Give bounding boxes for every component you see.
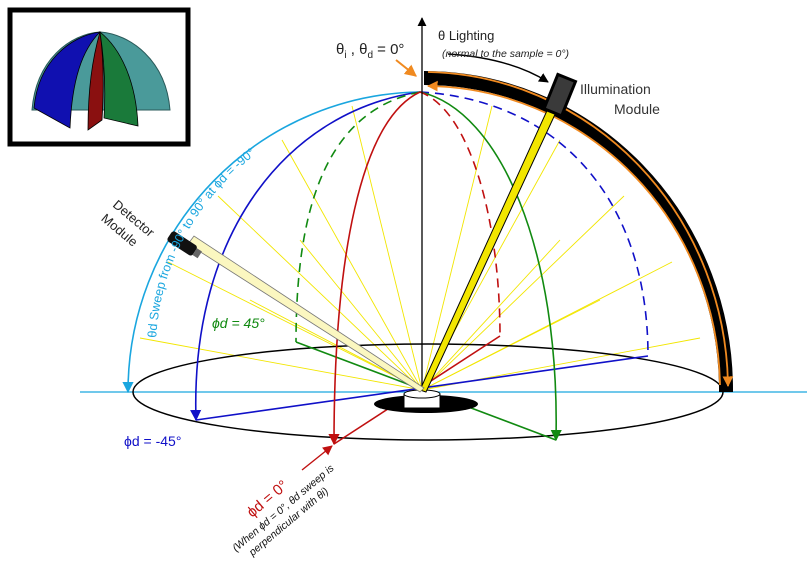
detector-beam — [187, 235, 425, 393]
inset-dome-figure — [7, 7, 191, 147]
track-orange-outer — [427, 71, 734, 388]
green-arc-right — [419, 91, 562, 442]
detector-label: Detector Module — [99, 197, 158, 250]
blue-arc-right-dashed — [419, 91, 649, 357]
zero-angle-arrow — [395, 59, 417, 77]
blue-arc-left — [190, 91, 421, 422]
illumination-module — [542, 72, 578, 118]
lighting-note: (normal to the sample = 0°) — [442, 48, 569, 60]
illumination-track — [423, 71, 734, 393]
sample-holder — [374, 389, 478, 413]
lighting-direction-arrow — [447, 53, 549, 83]
red-arc-right-dashed — [419, 91, 501, 337]
cyan-sweep-arc — [122, 91, 421, 394]
phi0-pointer — [301, 445, 333, 471]
lighting-title: θ Lighting — [438, 28, 494, 43]
detector-module — [167, 231, 202, 259]
phi45-label: ϕd = 45° — [212, 315, 265, 331]
track-orange-inner — [426, 80, 721, 386]
green-arc-left-dashed — [295, 91, 421, 343]
illumination-beam — [419, 103, 559, 393]
red-arc-left — [328, 91, 421, 446]
illumination-label-2: Module — [614, 101, 660, 117]
phim45-label: ϕd = -45° — [124, 433, 181, 449]
illumination-label-1: Illumination — [580, 81, 651, 97]
theta-id-label: θi , θd = 0° — [336, 41, 404, 61]
